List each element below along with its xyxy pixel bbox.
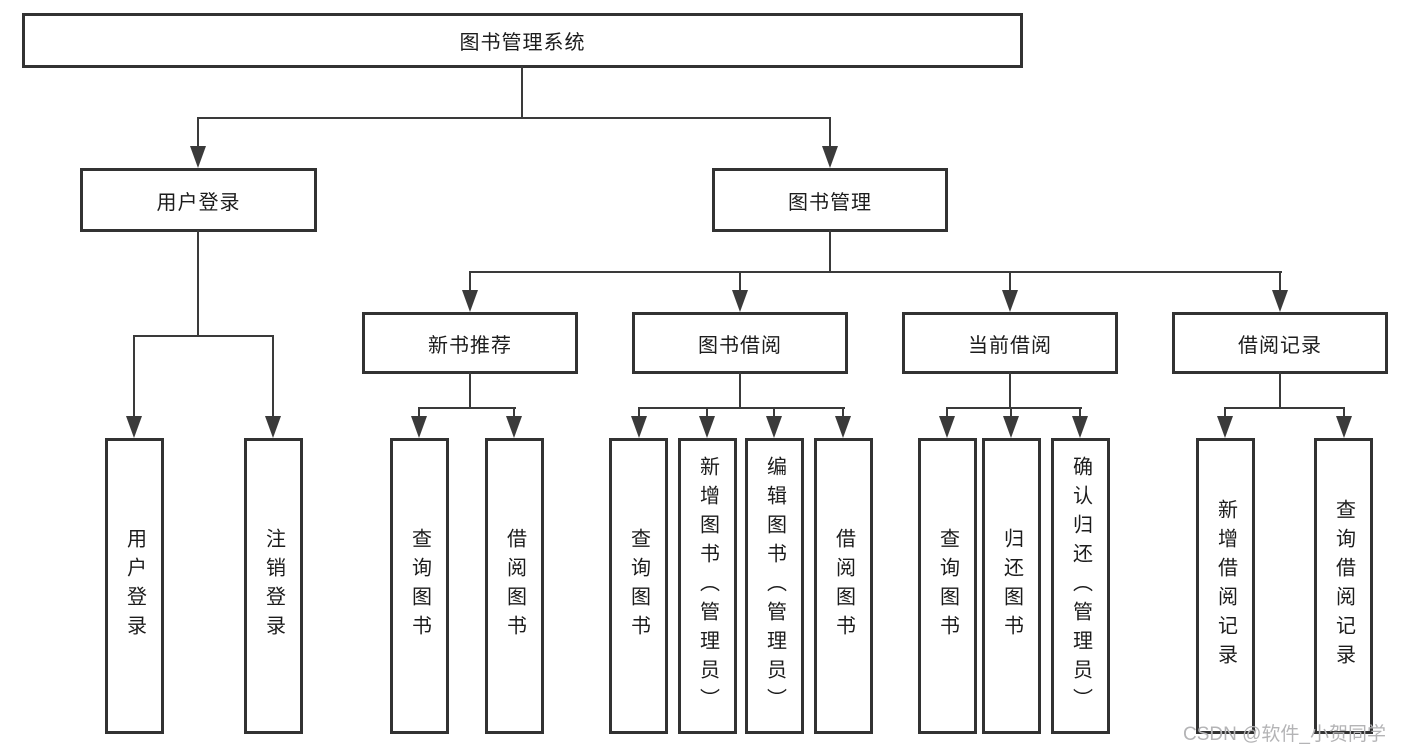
connector-leaf-drop (1010, 407, 1012, 419)
node-label: 归还图书 (1000, 528, 1023, 644)
leaf-borrow-query-book: 查询图书 (609, 438, 668, 734)
arrowhead (462, 290, 478, 312)
arrowhead (732, 290, 748, 312)
connector-leaf-drop (842, 407, 844, 419)
connector-level3-drop (469, 271, 471, 292)
connector-book-mgmt-stem (829, 230, 831, 273)
leaf-borrow-edit-book-admin: 编辑图书（管理员） (745, 438, 804, 734)
connector-leaf-drop (418, 407, 420, 419)
arrowhead (699, 416, 715, 438)
connector-root-branch (197, 117, 831, 119)
leaf-user-login: 用户登录 (105, 438, 164, 734)
connector-level3-drop (1009, 271, 1011, 292)
connector-leaf-drop (133, 335, 135, 418)
node-label: 借阅图书 (832, 528, 855, 644)
connector-leaf-drop (638, 407, 640, 419)
node-label: 当前借阅 (968, 334, 1052, 357)
arrowhead (1003, 416, 1019, 438)
leaf-borrow-add-book-admin: 新增图书（管理员） (678, 438, 737, 734)
connector-current-stem (1009, 372, 1011, 409)
connector-level3-drop (1279, 271, 1281, 292)
arrowhead (939, 416, 955, 438)
arrowhead (126, 416, 142, 438)
connector-recommend-branch (418, 407, 516, 409)
arrowhead (1072, 416, 1088, 438)
arrowhead (1217, 416, 1233, 438)
node-label: 查询图书 (936, 528, 959, 644)
connector-leaf-drop (272, 335, 274, 418)
node-label: 查询借阅记录 (1332, 499, 1355, 673)
connector-user-login-branch (133, 335, 274, 337)
connector-borrow-branch (638, 407, 845, 409)
node-label: 用户登录 (156, 191, 241, 214)
node-user-login: 用户登录 (80, 168, 317, 232)
connector-leaf-drop (773, 407, 775, 419)
node-label: 新增借阅记录 (1214, 499, 1237, 673)
arrowhead (1272, 290, 1288, 312)
node-label: 确认归还（管理员） (1069, 455, 1092, 717)
node-label: 借阅记录 (1238, 334, 1322, 357)
arrowhead (411, 416, 427, 438)
arrowhead (1336, 416, 1352, 438)
connector-user-login-stem (197, 230, 199, 337)
node-label: 图书管理系统 (459, 32, 586, 54)
csdn-watermark: CSDN @软件_小贺同学 (1183, 724, 1386, 745)
connector-leaf-drop (1224, 407, 1226, 419)
arrowhead (631, 416, 647, 438)
node-label: 借阅图书 (503, 528, 526, 644)
connector-current-branch (946, 407, 1082, 409)
connector-records-stem (1279, 372, 1281, 409)
connector-leaf-drop (946, 407, 948, 419)
leaf-recommend-borrow-book: 借阅图书 (485, 438, 544, 734)
node-label: 新增图书（管理员） (696, 455, 719, 717)
connector-level3-drop (739, 271, 741, 292)
connector-leaf-drop (1079, 407, 1081, 419)
leaf-logout-login: 注销登录 (244, 438, 303, 734)
node-book-management: 图书管理 (712, 168, 948, 232)
connector-book-mgmt-branch (469, 271, 1282, 273)
connector-leaf-drop (1343, 407, 1345, 419)
node-label: 图书借阅 (698, 334, 782, 357)
node-label: 注销登录 (262, 528, 285, 644)
arrowhead (190, 146, 206, 168)
connector-recommend-stem (469, 372, 471, 409)
node-current-borrow: 当前借阅 (902, 312, 1118, 374)
arrowhead (1002, 290, 1018, 312)
arrowhead (766, 416, 782, 438)
connector-user-login-drop (197, 117, 199, 148)
node-library-management-system: 图书管理系统 (22, 13, 1023, 68)
node-new-book-recommend: 新书推荐 (362, 312, 578, 374)
leaf-recommend-query-book: 查询图书 (390, 438, 449, 734)
leaf-current-query-book: 查询图书 (918, 438, 977, 734)
connector-book-mgmt-drop (829, 117, 831, 148)
node-book-borrow: 图书借阅 (632, 312, 848, 374)
connector-records-branch (1224, 407, 1345, 409)
leaf-current-confirm-return-admin: 确认归还（管理员） (1051, 438, 1110, 734)
connector-borrow-stem (739, 372, 741, 409)
arrowhead (265, 416, 281, 438)
leaf-records-query-record: 查询借阅记录 (1314, 438, 1373, 734)
node-borrow-records: 借阅记录 (1172, 312, 1388, 374)
node-label: 查询图书 (408, 528, 431, 644)
connector-leaf-drop (513, 407, 515, 419)
node-label: 编辑图书（管理员） (763, 455, 786, 717)
node-label: 用户登录 (123, 528, 146, 644)
node-label: 图书管理 (788, 191, 872, 214)
arrowhead (835, 416, 851, 438)
node-label: 查询图书 (627, 528, 650, 644)
leaf-current-return-book: 归还图书 (982, 438, 1041, 734)
arrowhead (822, 146, 838, 168)
node-label: 新书推荐 (428, 334, 512, 357)
leaf-borrow-borrow-book: 借阅图书 (814, 438, 873, 734)
arrowhead (506, 416, 522, 438)
connector-root-stem (521, 66, 523, 118)
leaf-records-add-record: 新增借阅记录 (1196, 438, 1255, 734)
connector-leaf-drop (706, 407, 708, 419)
